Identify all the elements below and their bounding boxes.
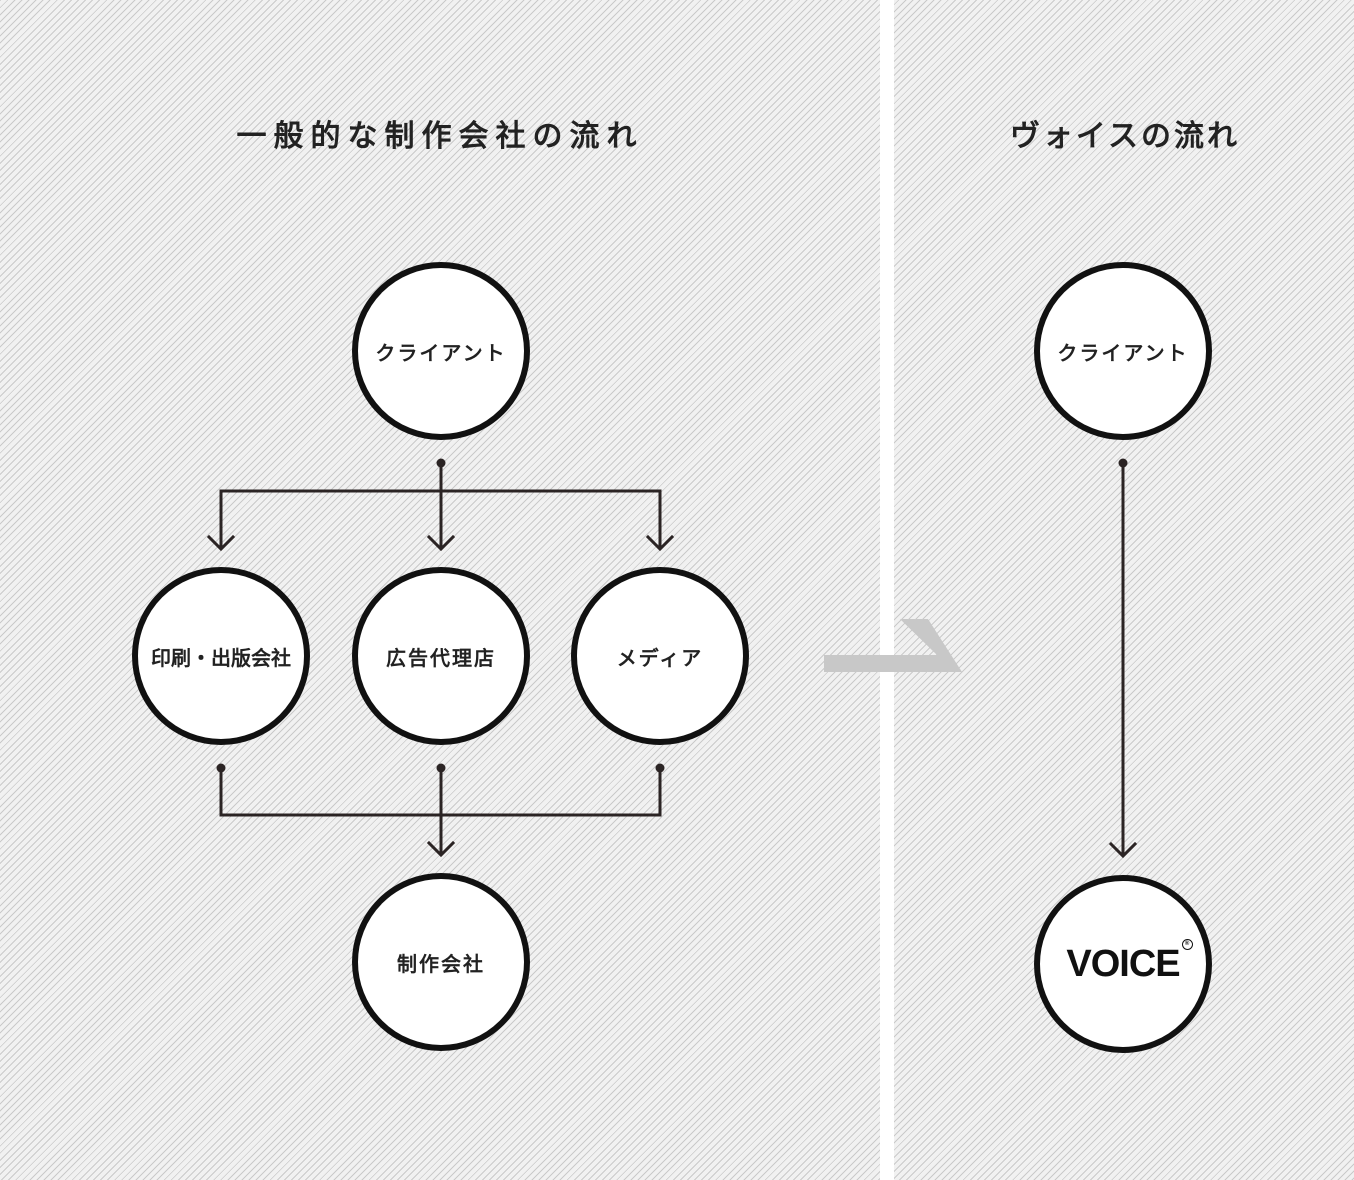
node-media: メディア: [571, 567, 749, 745]
arrowhead-voice: [1108, 841, 1138, 859]
node-client-right-label: クライアント: [1057, 340, 1189, 365]
transition-arrow-icon: [824, 619, 962, 672]
node-print-publishing-label: 印刷・出版会社: [151, 645, 291, 670]
arrowhead-production: [426, 840, 456, 858]
node-voice: VOICE®: [1034, 875, 1212, 1053]
node-production-company-label: 制作会社: [397, 951, 485, 976]
connector-dot: [655, 763, 665, 773]
node-client-left-label: クライアント: [375, 340, 507, 365]
connector-dot: [436, 458, 446, 468]
node-client-left: クライアント: [352, 262, 530, 440]
voice-logo: VOICE®: [1066, 938, 1193, 986]
node-ad-agency-label: 広告代理店: [386, 645, 496, 670]
left-panel-title: 一般的な制作会社の流れ: [236, 119, 644, 154]
arrowhead-print: [206, 534, 236, 552]
connector-dot: [1118, 458, 1128, 468]
node-production-company: 制作会社: [352, 873, 530, 1051]
connector-dot: [216, 763, 226, 773]
right-panel-title: ヴォイスの流れ: [1009, 119, 1241, 154]
node-client-right: クライアント: [1034, 262, 1212, 440]
node-print-publishing: 印刷・出版会社: [132, 567, 310, 745]
voice-logo-text: VOICE: [1066, 942, 1180, 985]
arrowhead-media: [645, 534, 675, 552]
node-media-label: メディア: [616, 645, 704, 670]
panel-divider: [880, 0, 894, 1180]
registered-mark-icon: ®: [1181, 938, 1193, 950]
connector-client-branch: [219, 489, 662, 550]
node-ad-agency: 広告代理店: [352, 567, 530, 745]
connector-dot: [436, 763, 446, 773]
arrowhead-agency: [426, 534, 456, 552]
